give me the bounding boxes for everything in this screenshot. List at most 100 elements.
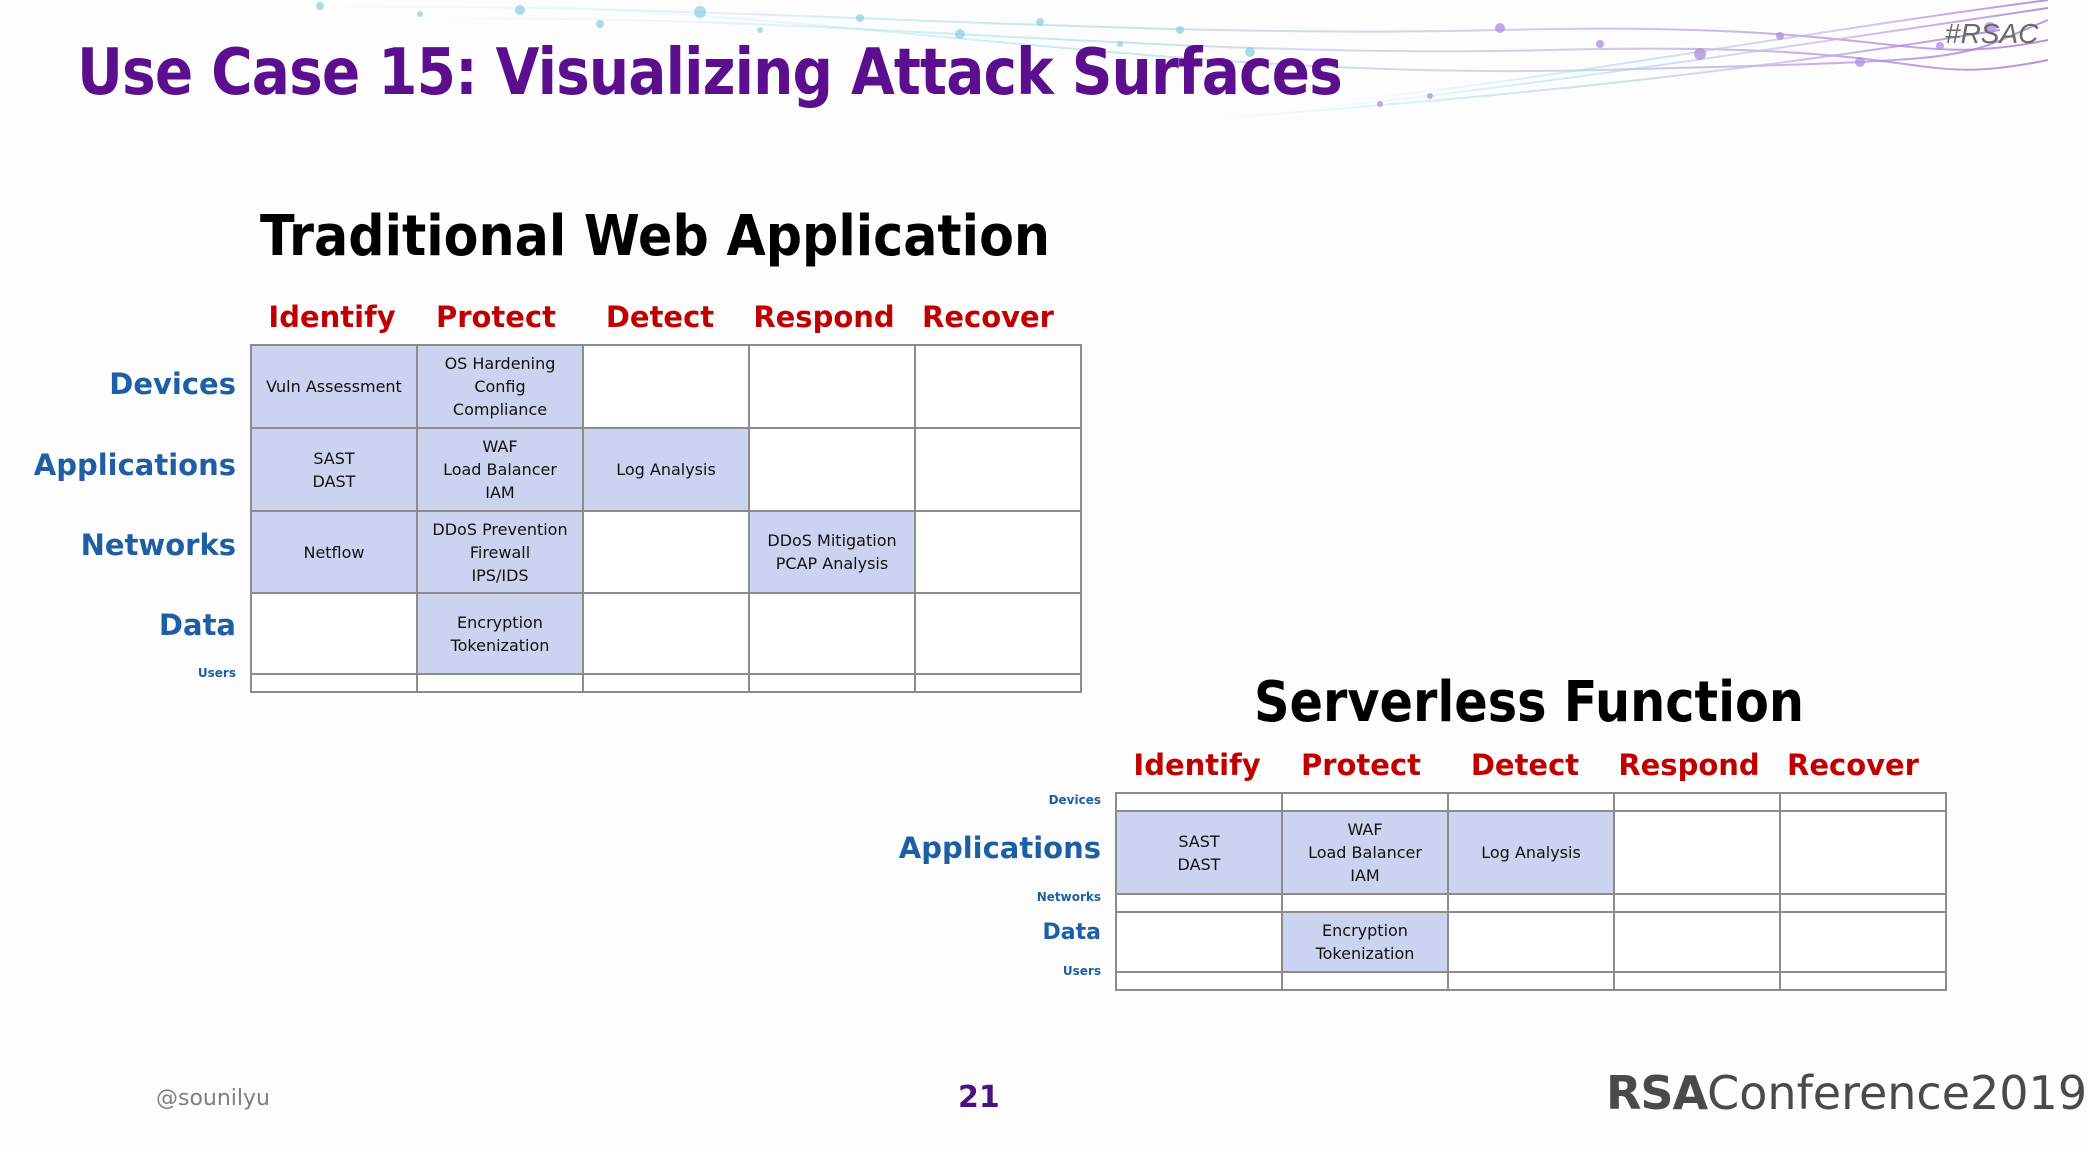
header-banner-graphic	[299, 0, 2049, 121]
matrix-cell	[1115, 911, 1283, 973]
cell-text: Load Balancer	[443, 460, 557, 479]
cell-text: OS Hardening	[444, 354, 556, 373]
cell-text: Tokenization	[1315, 944, 1415, 963]
cell-text: Netflow	[303, 542, 365, 562]
traditional-column-header-recover: Recover	[922, 300, 1054, 334]
matrix-cell	[1281, 792, 1449, 812]
matrix-cell	[1447, 911, 1615, 973]
serverless-section-title: Serverless Function	[1254, 670, 1805, 735]
table-row	[1115, 792, 1947, 812]
matrix-cell	[582, 510, 750, 594]
traditional-row-label-data: Data	[158, 607, 236, 642]
cell-text: DAST	[1177, 854, 1221, 874]
traditional-section-title: Traditional Web Application	[260, 204, 1051, 269]
cell-text: IAM	[485, 483, 515, 502]
cell-text: Load Balancer	[1308, 843, 1422, 862]
serverless-row-label-data: Data	[1042, 920, 1101, 946]
hashtag: #RSAC	[1945, 18, 2039, 49]
matrix-cell	[1281, 971, 1449, 991]
matrix-cell	[1115, 893, 1283, 913]
traditional-row-label-applications: Applications	[33, 447, 236, 482]
matrix-cell	[914, 592, 1082, 675]
serverless-column-header-identify: Identify	[1133, 748, 1261, 782]
page-number: 21	[958, 1080, 1000, 1115]
cell-text: Config	[474, 377, 526, 396]
matrix-cell	[1115, 792, 1283, 812]
matrix-cell	[1613, 893, 1781, 913]
matrix-cell	[582, 592, 750, 675]
cell-text: Vuln Assessment	[266, 377, 402, 396]
table-row	[250, 673, 1082, 693]
traditional-column-header-protect: Protect	[435, 300, 557, 334]
traditional-column-header-identify: Identify	[268, 300, 396, 334]
matrix-cell: Log Analysis	[1447, 810, 1615, 895]
matrix-cell	[914, 427, 1082, 512]
matrix-cell	[1613, 810, 1781, 895]
matrix-cell	[582, 344, 750, 429]
matrix-cell	[250, 673, 418, 693]
matrix-cell	[250, 592, 418, 675]
matrix-cell	[1779, 792, 1947, 812]
traditional-row-label-users: Users	[197, 665, 236, 680]
cell-text: SAST	[313, 448, 355, 468]
serverless-column-header-protect: Protect	[1300, 748, 1422, 782]
matrix-cell	[748, 592, 916, 675]
serverless-column-header-respond: Respond	[1618, 748, 1760, 782]
matrix-cell	[1613, 792, 1781, 812]
serverless-row-label-users: Users	[1062, 963, 1101, 978]
table-row	[1115, 893, 1947, 913]
traditional-row-label-devices: Devices	[109, 366, 236, 401]
matrix-cell	[914, 344, 1082, 429]
serverless-column-header-recover: Recover	[1787, 748, 1919, 782]
matrix-cell	[748, 427, 916, 512]
cell-text: WAF	[1347, 820, 1383, 839]
cell-text: PCAP Analysis	[775, 554, 889, 573]
serverless-row-label-applications: Applications	[898, 830, 1101, 865]
cell-text: IAM	[1350, 866, 1380, 885]
matrix-cell	[1281, 893, 1449, 913]
matrix-cell	[1779, 893, 1947, 913]
matrix-cell: SAST DAST	[1115, 810, 1283, 895]
cell-text: SAST	[1178, 831, 1220, 851]
matrix-cell	[582, 673, 750, 693]
matrix-cell	[1779, 810, 1947, 895]
cell-text: Encryption	[457, 612, 543, 632]
cell-text: Tokenization	[450, 635, 550, 655]
matrix-cell	[1115, 971, 1283, 991]
matrix-cell: Log Analysis	[582, 427, 750, 512]
slide-title: Use Case 15: Visualizing Attack Surfaces	[77, 36, 1343, 110]
matrix-cell	[1613, 911, 1781, 973]
cell-text: Firewall	[469, 542, 531, 562]
matrix-cell	[748, 344, 916, 429]
matrix-cell	[1447, 971, 1615, 991]
cell-text: Log Analysis	[1481, 843, 1581, 862]
matrix-cell	[1447, 893, 1615, 913]
serverless-row-label-devices: Devices	[1048, 792, 1101, 807]
matrix-cell	[1613, 971, 1781, 991]
footer-handle: @sounilyu	[156, 1086, 270, 1111]
traditional-column-header-detect: Detect	[605, 300, 715, 334]
matrix-cell	[748, 673, 916, 693]
matrix-cell	[416, 673, 584, 693]
traditional-row-label-networks: Networks	[80, 528, 236, 563]
cell-text: Log Analysis	[616, 460, 716, 479]
traditional-column-header-respond: Respond	[753, 300, 895, 334]
matrix-cell: Vuln Assessment	[250, 344, 418, 429]
cell-text: DDoS Mitigation	[767, 531, 897, 550]
matrix-cell	[914, 673, 1082, 693]
